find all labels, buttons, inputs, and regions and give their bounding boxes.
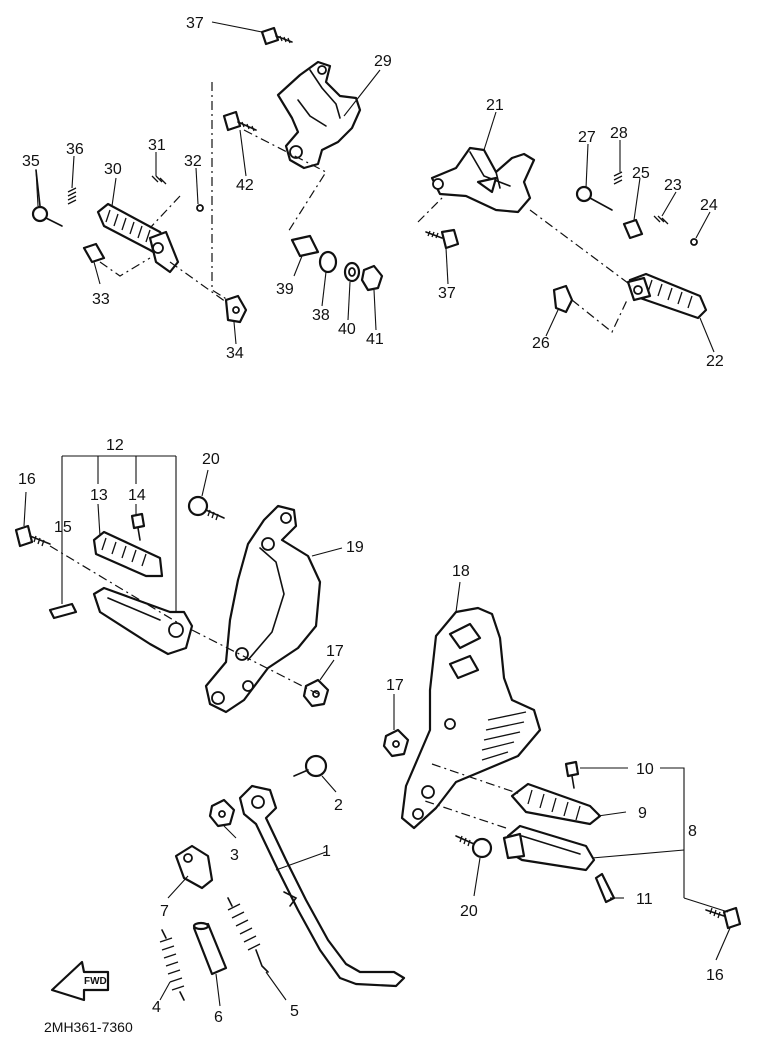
callout-13: 13 — [90, 487, 108, 504]
fwd-label: FWD — [84, 976, 107, 987]
callout-23: 23 — [664, 177, 682, 194]
screw-10 — [564, 760, 580, 789]
callout-25: 25 — [632, 165, 650, 182]
callout-16-right: 16 — [706, 967, 724, 984]
washer-40 — [343, 261, 361, 283]
rear-footrest-bracket-right — [430, 146, 536, 214]
callout-39: 39 — [276, 281, 294, 298]
detent-33 — [82, 242, 106, 264]
washer-38 — [318, 250, 338, 274]
bolt-42 — [222, 110, 257, 132]
callout-31: 31 — [148, 137, 166, 154]
footrest-bracket-18 — [400, 606, 542, 830]
callout-30: 30 — [104, 161, 122, 178]
callout-38: 38 — [312, 307, 330, 324]
screw-14 — [130, 512, 146, 541]
callout-37-right: 37 — [438, 285, 456, 302]
nut-41 — [360, 264, 384, 292]
callout-3: 3 — [230, 847, 239, 864]
bolt-37-top — [260, 26, 293, 46]
footpeg-rubber-9 — [510, 782, 602, 826]
callout-1: 1 — [322, 843, 331, 860]
callout-20-lower: 20 — [460, 903, 478, 920]
callout-26: 26 — [532, 335, 550, 352]
callout-17-right: 17 — [386, 677, 404, 694]
callout-17-left: 17 — [326, 643, 344, 660]
callout-35: 35 — [22, 153, 40, 170]
bolt-37-right — [425, 228, 460, 250]
callout-21: 21 — [486, 97, 504, 114]
bolt-20-upper — [187, 495, 225, 521]
footpeg-22 — [626, 272, 708, 320]
callout-15: 15 — [54, 519, 72, 536]
leader-lines — [23, 21, 731, 1007]
callout-36: 36 — [66, 141, 84, 158]
spacer-6 — [192, 921, 228, 976]
callout-42: 42 — [236, 177, 254, 194]
rear-footrest-bracket-left — [276, 60, 362, 170]
callout-12: 12 — [106, 437, 124, 454]
footpeg-30 — [96, 202, 180, 274]
sidestand-1 — [238, 784, 406, 988]
ball-32 — [196, 204, 204, 212]
pin-15 — [48, 602, 78, 620]
callout-6: 6 — [214, 1009, 223, 1026]
callout-11: 11 — [636, 891, 653, 908]
footpeg-12 — [92, 586, 194, 656]
callout-34: 34 — [226, 345, 244, 362]
callout-33: 33 — [92, 291, 110, 308]
spring-36 — [67, 187, 77, 205]
callout-37-top: 37 — [186, 15, 204, 32]
bolt-20-lower — [455, 835, 493, 859]
callout-22: 22 — [706, 353, 724, 370]
callout-20-upper: 20 — [202, 451, 220, 468]
spring-4 — [159, 929, 185, 1001]
ball-24 — [690, 238, 698, 246]
callout-41: 41 — [366, 331, 384, 348]
diagram-code: 2MH361-7360 — [44, 1019, 133, 1035]
callout-27: 27 — [578, 129, 596, 146]
callout-28: 28 — [610, 125, 628, 142]
spring-31 — [151, 175, 167, 185]
cap-34 — [224, 294, 248, 324]
callout-5: 5 — [290, 1003, 299, 1020]
collar-39 — [290, 234, 320, 258]
footpeg-8 — [502, 824, 596, 872]
footrest-bracket-19 — [204, 504, 322, 714]
callout-numbers: 37 29 21 27 28 35 36 31 32 30 42 25 23 2… — [18, 15, 724, 1026]
callout-2: 2 — [334, 797, 343, 814]
bolt-2 — [293, 754, 328, 778]
callout-16-left: 16 — [18, 471, 36, 488]
callout-8: 8 — [688, 823, 697, 840]
bolt-16-left — [14, 524, 51, 548]
spring-23 — [653, 215, 669, 225]
plate-7 — [174, 844, 214, 890]
spring-28 — [613, 171, 623, 185]
callout-19: 19 — [346, 539, 364, 556]
footpeg-rubber-13 — [92, 530, 164, 578]
callout-24: 24 — [700, 197, 718, 214]
callout-29: 29 — [374, 53, 392, 70]
cap-26 — [552, 284, 574, 314]
fwd-arrow: FWD — [50, 960, 110, 1002]
callout-7: 7 — [160, 903, 169, 920]
detent-25 — [622, 218, 644, 240]
nut-17-right — [382, 728, 410, 758]
callout-40: 40 — [338, 321, 356, 338]
callout-14: 14 — [128, 487, 146, 504]
callout-32: 32 — [184, 153, 202, 170]
callout-9: 9 — [638, 805, 647, 822]
nut-3 — [208, 798, 236, 828]
bolt-16-right — [705, 906, 742, 930]
callout-4: 4 — [152, 999, 161, 1016]
callout-10: 10 — [636, 761, 654, 778]
callout-18: 18 — [452, 563, 470, 580]
spring-5 — [227, 897, 269, 973]
pin-27 — [575, 185, 613, 211]
